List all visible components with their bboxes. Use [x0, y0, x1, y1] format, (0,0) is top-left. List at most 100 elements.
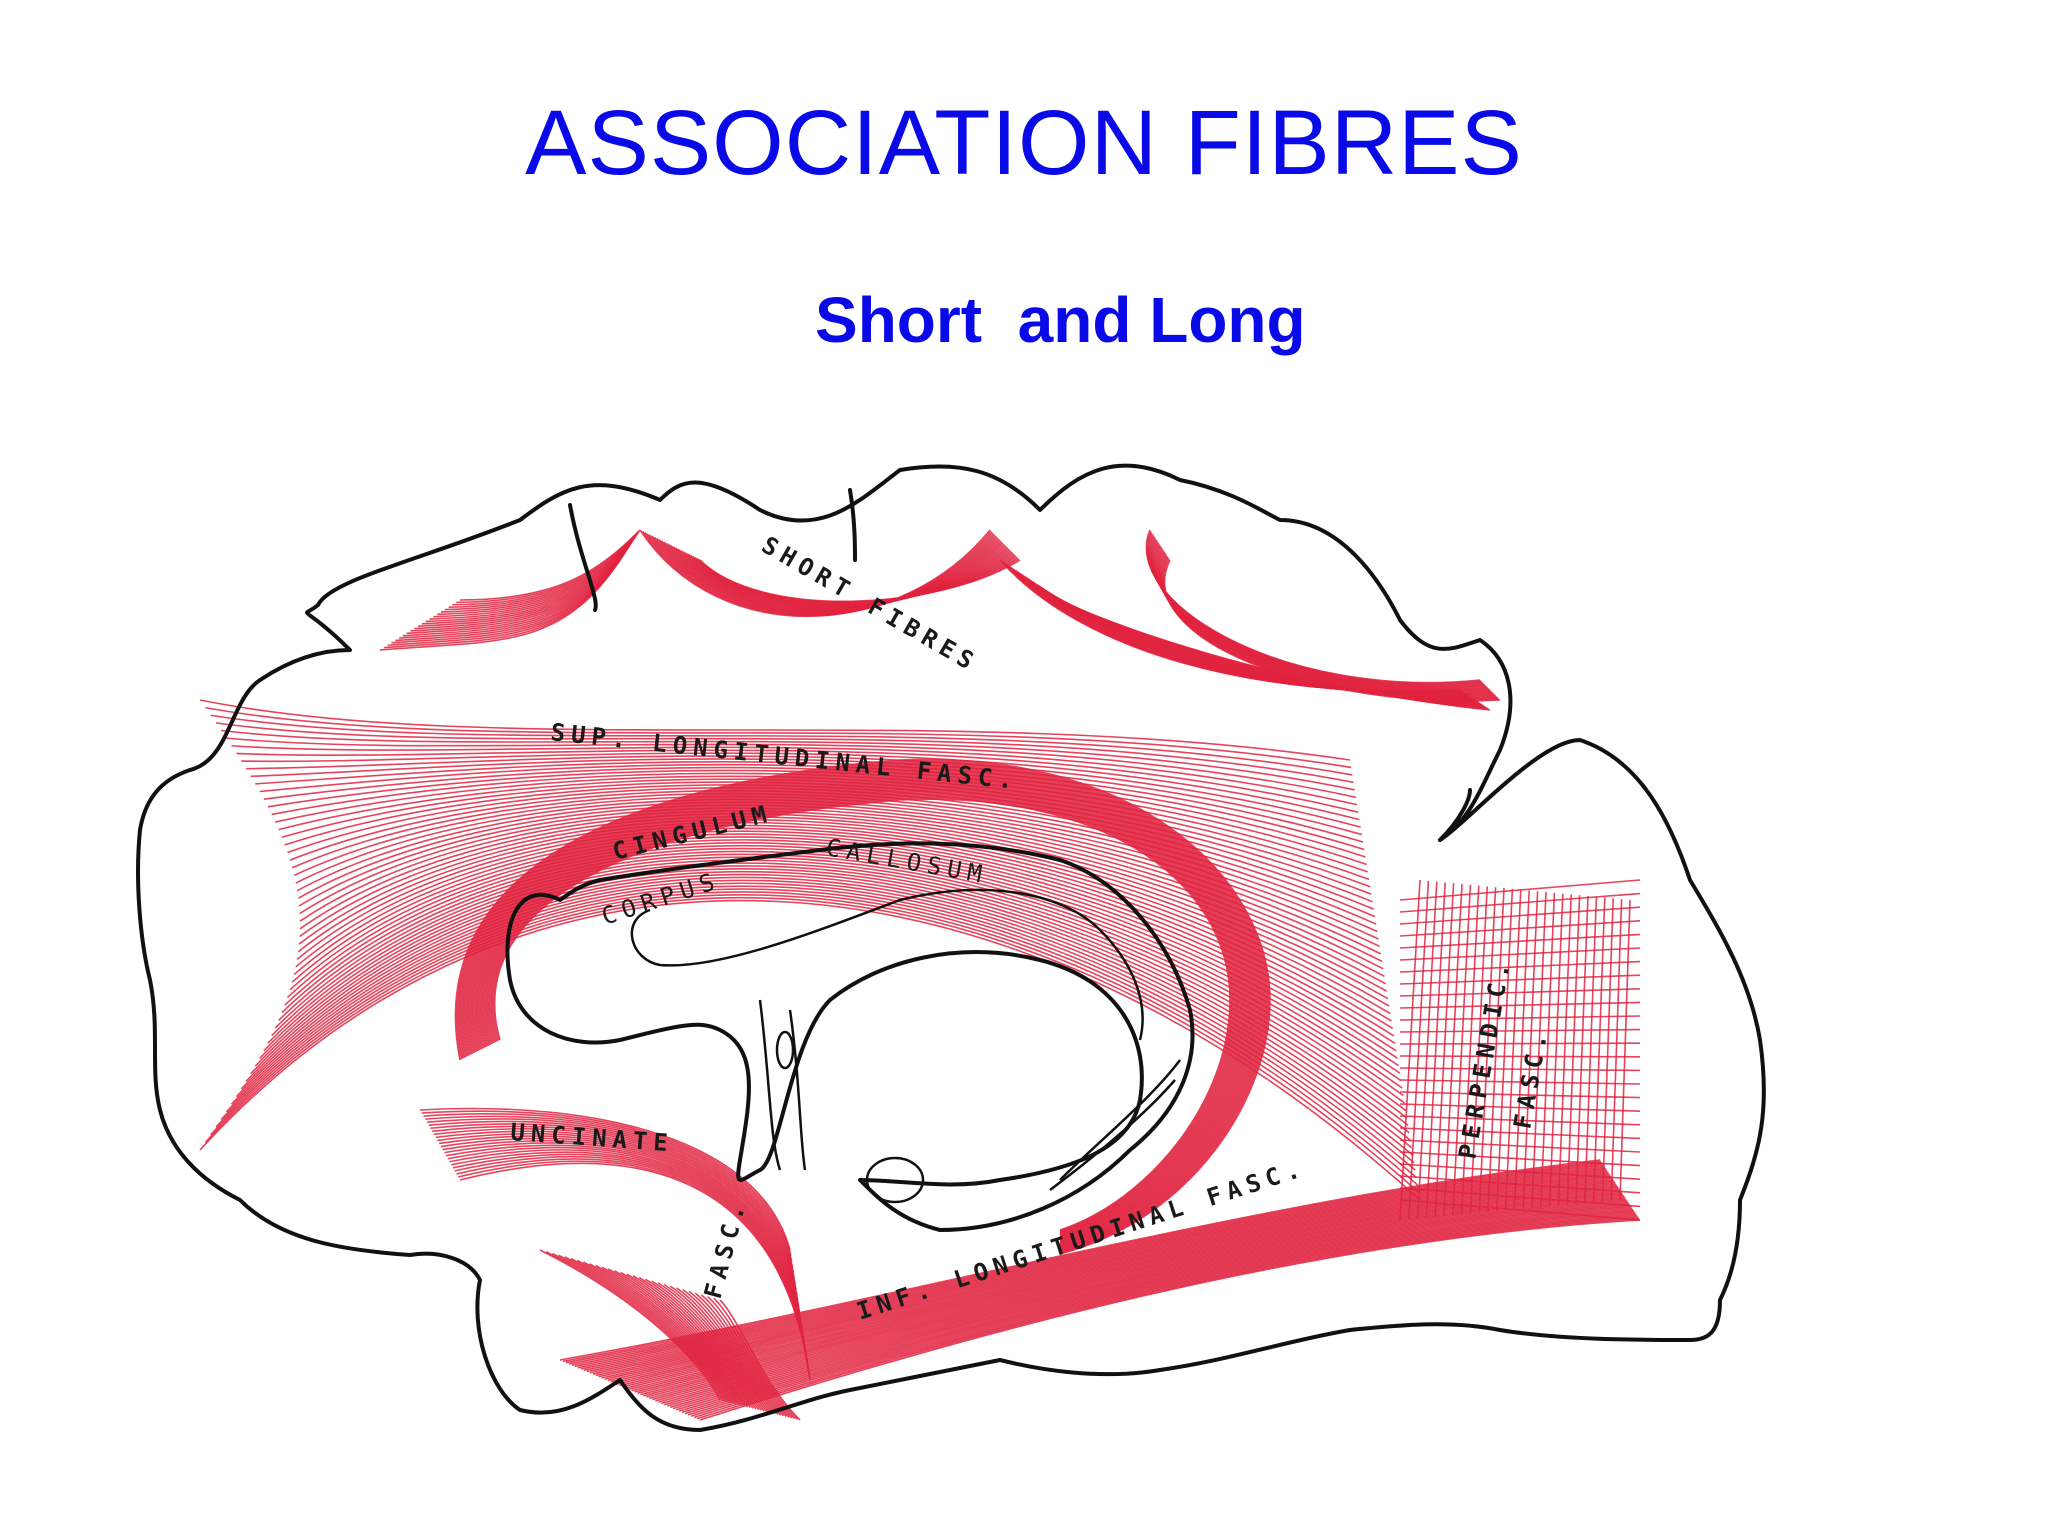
fibre-strand — [1469, 886, 1488, 1214]
sulcus-top-2 — [848, 488, 857, 562]
fibre-strand — [493, 798, 1231, 1231]
fibre-strand — [263, 766, 1366, 858]
fibre-strand — [221, 729, 1355, 791]
fibre-strand — [619, 1184, 1618, 1387]
fibre-strand — [281, 847, 1400, 1067]
fibre-strand — [595, 1264, 746, 1407]
sulcus-top-1 — [568, 503, 598, 612]
fibre-strand — [199, 699, 1351, 761]
fibre-strand — [667, 1205, 1631, 1407]
fibre-strand — [1399, 1199, 1641, 1221]
fibre-strand — [1399, 1175, 1641, 1194]
fibre-strand — [592, 1173, 1610, 1375]
fibre-strand — [489, 794, 1235, 1234]
fibre-strand — [291, 836, 1395, 1037]
fibre-strand — [678, 1210, 1635, 1412]
fibre-strand — [432, 1125, 797, 1290]
fibre-strand — [598, 1175, 1612, 1378]
fibre-strand — [468, 772, 1258, 1247]
fibre-strand — [459, 529, 641, 601]
fibre-strand — [580, 1168, 1607, 1370]
fibre-strand — [620, 1271, 757, 1410]
fibre-strand — [628, 1188, 1620, 1391]
fibre-strand — [289, 839, 1396, 1045]
fibre-strand — [1443, 883, 1463, 1217]
fibre-strand — [1399, 879, 1641, 901]
fibre-strand — [484, 788, 1241, 1237]
fibre-strand — [1399, 1055, 1641, 1058]
fibre-strand — [694, 1292, 790, 1418]
fibre-strand — [1399, 1028, 1641, 1033]
fibre-strand — [1059, 599, 1491, 711]
fibre-strand — [669, 1285, 779, 1416]
fibre-strand — [613, 1182, 1616, 1384]
fibre-strand — [676, 1287, 782, 1416]
fibre-strand — [259, 763, 1365, 851]
fibre-strand — [693, 1216, 1639, 1419]
anterior-commissure — [775, 1030, 795, 1070]
fibre-strand — [255, 761, 1364, 843]
short-fibres-middle — [639, 529, 1021, 618]
fibre-strand — [477, 781, 1248, 1241]
sulcus-right-1 — [1438, 788, 1472, 842]
fibre-strand — [1399, 974, 1641, 985]
fibre-strand — [459, 1162, 811, 1381]
fibre-strand — [286, 841, 1397, 1052]
fibre-strand — [254, 868, 1408, 1119]
inf-longitudinal-fasc — [559, 1159, 1641, 1421]
fibre-strand — [1531, 891, 1547, 1209]
fibre-strand — [263, 862, 1406, 1104]
fibre-strand — [607, 1268, 752, 1409]
fibre-strand — [1021, 574, 1472, 699]
fibre-strand — [457, 761, 1269, 1254]
fibre-strand — [1619, 899, 1631, 1201]
fibre-strand — [1399, 947, 1641, 961]
slide-title: ASSOCIATION FIBRES — [525, 92, 1523, 194]
fibre-strand — [562, 1160, 1601, 1363]
fibre-strand — [235, 879, 1413, 1149]
fibre-strand — [661, 1202, 1629, 1405]
fibre-strand — [215, 722, 1354, 784]
fibre-strand — [651, 1280, 771, 1413]
fibre-strand — [696, 1217, 1640, 1420]
fibre-strand — [1513, 890, 1530, 1210]
fibre-strand — [1399, 1139, 1641, 1153]
label-perpendic: PERPENDIC. — [1453, 955, 1516, 1161]
fibre-strand — [1399, 933, 1641, 949]
fibre-strand — [657, 1282, 774, 1414]
fibre-strand — [226, 737, 1357, 799]
fibre-strand — [1416, 881, 1438, 1219]
fibre-strand — [437, 1132, 800, 1307]
fibre-strand — [1399, 1079, 1641, 1085]
fibre-strand — [638, 1276, 765, 1412]
fibre-strand — [449, 1149, 806, 1347]
fibre-strand — [1399, 1001, 1641, 1009]
fibre-strand — [570, 1257, 735, 1404]
fibre-strand — [1408, 880, 1430, 1220]
fibre-strand — [1452, 884, 1472, 1216]
fibre-strand — [1460, 885, 1480, 1215]
fibre-strand — [583, 1261, 740, 1406]
fibre-strand — [539, 1249, 721, 1401]
fibre-strand — [250, 758, 1363, 836]
fibre-strand — [483, 787, 1242, 1238]
fibre-strand — [461, 765, 1264, 1251]
fibre-strand — [421, 1110, 792, 1256]
fibre-strand — [558, 1254, 729, 1403]
fibre-strand — [574, 1165, 1605, 1368]
corpus-callosum-outline — [505, 841, 1195, 1232]
fibre-strand — [469, 773, 1256, 1246]
fibre-strand — [1548, 893, 1564, 1207]
fibre-strand — [1399, 1067, 1641, 1072]
fibre-strand — [275, 775, 1370, 881]
fibre-strand — [699, 559, 1021, 603]
fibre-strand — [1399, 1127, 1641, 1140]
fibre-strand — [1601, 898, 1614, 1202]
fibre-strand — [428, 1120, 796, 1279]
fibre-strand — [1522, 891, 1539, 1209]
fibre-strand — [589, 1263, 743, 1406]
fibre-strand — [707, 1295, 796, 1420]
fibre-strand — [462, 766, 1263, 1250]
fibre-strand — [690, 1215, 1638, 1417]
